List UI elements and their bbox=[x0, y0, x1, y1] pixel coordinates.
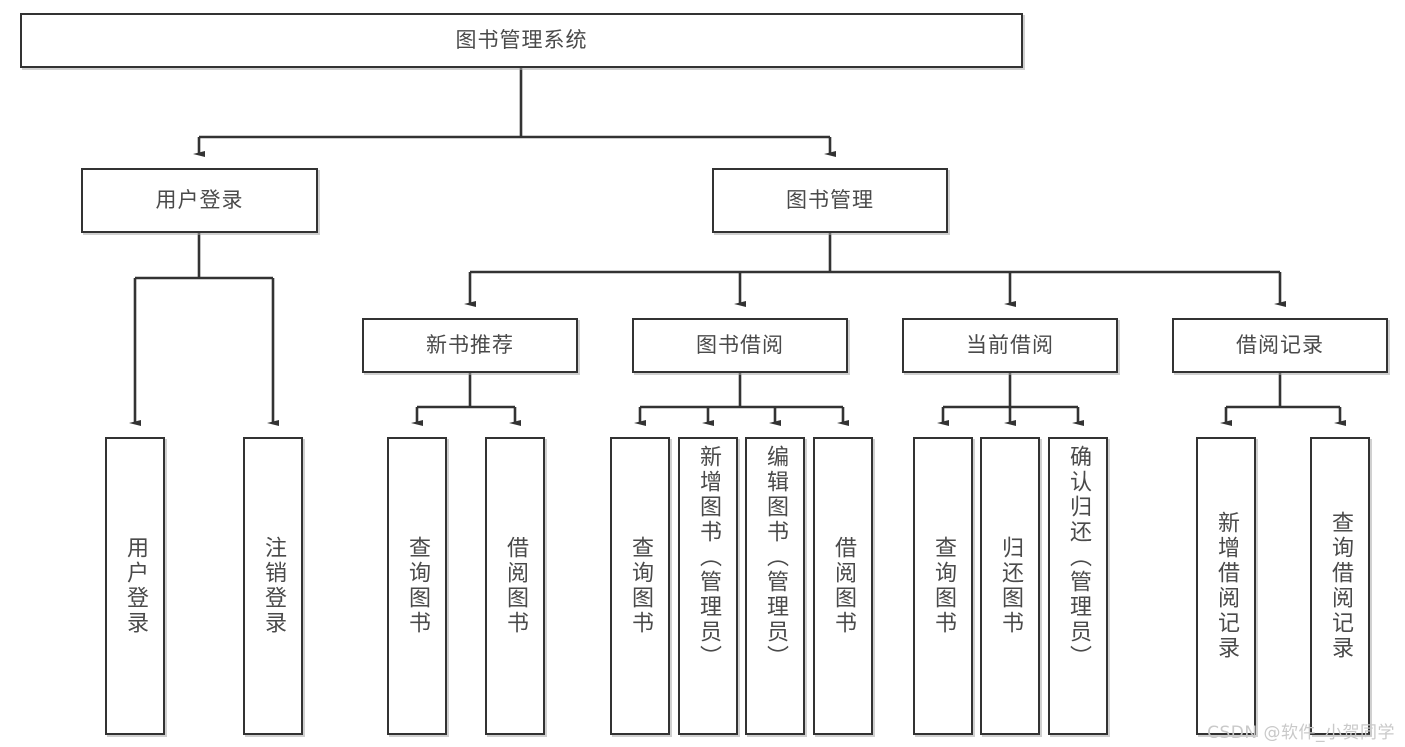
node-leaf-borrow-book-1-label: 借阅图书 bbox=[502, 536, 528, 636]
node-book-borrow-label: 图书借阅 bbox=[696, 333, 784, 358]
node-user-login-label: 用户登录 bbox=[155, 188, 244, 213]
node-book-manage-label: 图书管理 bbox=[786, 188, 874, 213]
node-leaf-confirm-return-label: 确认归还（管理员） bbox=[1065, 445, 1091, 670]
node-current-borrow[interactable]: 当前借阅 bbox=[902, 318, 1118, 373]
node-book-borrow[interactable]: 图书借阅 bbox=[632, 318, 848, 373]
node-current-borrow-label: 当前借阅 bbox=[966, 333, 1054, 358]
node-book-manage[interactable]: 图书管理 bbox=[712, 168, 948, 233]
node-root-label: 图书管理系统 bbox=[455, 28, 588, 53]
node-root[interactable]: 图书管理系统 bbox=[20, 13, 1023, 68]
node-leaf-borrow-book-1[interactable]: 借阅图书 bbox=[485, 437, 545, 735]
node-leaf-query-book-2[interactable]: 查询图书 bbox=[610, 437, 670, 735]
node-leaf-add-record-label: 新增借阅记录 bbox=[1213, 511, 1239, 661]
node-leaf-query-book-3-label: 查询图书 bbox=[930, 536, 956, 636]
node-leaf-confirm-return[interactable]: 确认归还（管理员） bbox=[1048, 437, 1108, 735]
node-leaf-borrow-book-2-label: 借阅图书 bbox=[830, 536, 856, 636]
node-leaf-add-book[interactable]: 新增图书（管理员） bbox=[678, 437, 738, 735]
node-borrow-record[interactable]: 借阅记录 bbox=[1172, 318, 1388, 373]
node-leaf-user-login-label: 用户登录 bbox=[122, 536, 148, 636]
node-leaf-user-login[interactable]: 用户登录 bbox=[105, 437, 165, 735]
node-borrow-record-label: 借阅记录 bbox=[1236, 333, 1324, 358]
node-leaf-return-book-label: 归还图书 bbox=[997, 536, 1023, 636]
node-leaf-add-record[interactable]: 新增借阅记录 bbox=[1196, 437, 1256, 735]
node-leaf-add-book-label: 新增图书（管理员） bbox=[695, 445, 721, 670]
node-leaf-edit-book-label: 编辑图书（管理员） bbox=[762, 445, 788, 670]
node-leaf-user-logout-label: 注销登录 bbox=[260, 536, 286, 636]
node-new-book-rec[interactable]: 新书推荐 bbox=[362, 318, 578, 373]
node-leaf-query-book-1-label: 查询图书 bbox=[404, 536, 430, 636]
node-leaf-query-book-2-label: 查询图书 bbox=[627, 536, 653, 636]
node-new-book-rec-label: 新书推荐 bbox=[426, 333, 514, 358]
node-leaf-return-book[interactable]: 归还图书 bbox=[980, 437, 1040, 735]
node-leaf-query-book-3[interactable]: 查询图书 bbox=[913, 437, 973, 735]
node-leaf-edit-book[interactable]: 编辑图书（管理员） bbox=[745, 437, 805, 735]
node-leaf-query-book-1[interactable]: 查询图书 bbox=[387, 437, 447, 735]
node-user-login[interactable]: 用户登录 bbox=[81, 168, 318, 233]
node-leaf-borrow-book-2[interactable]: 借阅图书 bbox=[813, 437, 873, 735]
node-leaf-query-record-label: 查询借阅记录 bbox=[1327, 511, 1353, 661]
node-leaf-user-logout[interactable]: 注销登录 bbox=[243, 437, 303, 735]
node-leaf-query-record[interactable]: 查询借阅记录 bbox=[1310, 437, 1370, 735]
